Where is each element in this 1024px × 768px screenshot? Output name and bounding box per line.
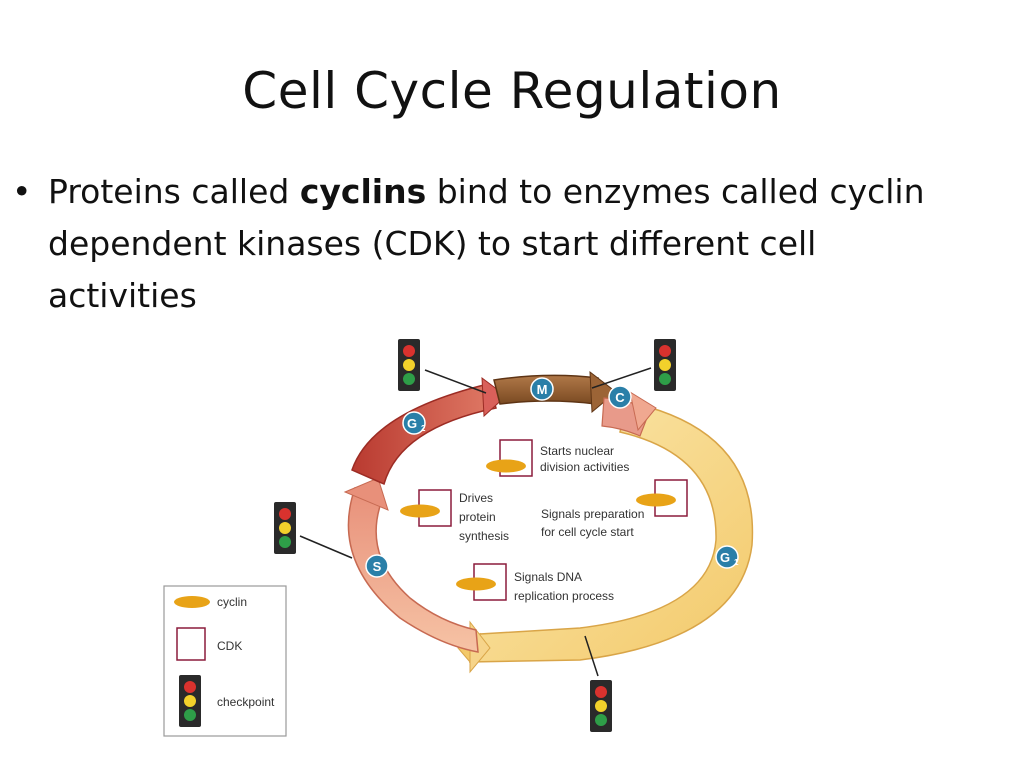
cyclin-icon (400, 504, 440, 518)
cyclin-icon (636, 493, 676, 507)
legend-checkpoint-icon (179, 675, 201, 727)
legend-cyclin-icon (174, 596, 210, 608)
legend-cdk-icon (176, 627, 206, 661)
phase-badge-c: C (608, 385, 632, 409)
legend-cdk-label: CDK (217, 639, 242, 653)
cdk-icon (499, 439, 533, 477)
annotation-dna-replication: Signals DNA replication process (456, 563, 614, 603)
phase-label-g2-sub: 2 (421, 424, 426, 433)
protein-label-1: Drives (459, 491, 493, 505)
nuclear-label-1: Starts nuclear (540, 444, 614, 458)
protein-label-2: protein (459, 510, 496, 524)
phase-label-g2: G (407, 416, 417, 431)
phase-badge-g1: G 1 (715, 545, 739, 569)
phase-badge-s: S (365, 554, 389, 578)
bullet-text-bold: cyclins (299, 172, 427, 211)
protein-label-3: synthesis (459, 529, 509, 543)
checkpoint-traffic-light-left (274, 502, 353, 559)
phase-label-g1-sub: 1 (734, 558, 739, 567)
c-arc (601, 390, 657, 437)
bullet-text-pre: Proteins called (48, 172, 300, 211)
checkpoint-traffic-light-top-right (591, 339, 676, 391)
cyclin-icon (486, 459, 526, 473)
legend: cyclin CDK checkpoint (163, 585, 287, 737)
phase-label-m: M (537, 382, 548, 397)
m-arc (493, 370, 617, 414)
bullet-dot-icon: • (12, 172, 32, 211)
prep-label-1: Signals preparation (541, 507, 644, 521)
nuclear-label-2: division activities (540, 460, 629, 474)
annotation-nuclear-division: Starts nuclear division activities (486, 439, 629, 477)
dna-label-1: Signals DNA (514, 570, 582, 584)
checkpoint-traffic-light-bottom (584, 635, 612, 732)
phase-label-s: S (373, 559, 382, 574)
annotation-protein-synthesis: Drives protein synthesis (400, 489, 509, 543)
phase-badge-g2: G 2 (402, 411, 426, 435)
legend-checkpoint-label: checkpoint (217, 695, 275, 709)
phase-badge-m: M (530, 377, 554, 401)
legend-cyclin-label: cyclin (217, 595, 247, 609)
prep-label-2: for cell cycle start (541, 525, 634, 539)
checkpoint-traffic-light-top-left (398, 339, 487, 394)
g2-arc (351, 376, 507, 486)
bullet-text-post: bind to enzymes called cyclin dependent … (48, 172, 925, 315)
phase-label-g1: G (720, 550, 730, 565)
bullet-text: Proteins called cyclins bind to enzymes … (48, 166, 968, 322)
cyclin-icon (456, 577, 496, 591)
dna-label-2: replication process (514, 589, 614, 603)
phase-label-c: C (615, 390, 625, 405)
slide-title: Cell Cycle Regulation (242, 62, 782, 120)
annotation-preparation: Signals preparation for cell cycle start (541, 479, 688, 539)
